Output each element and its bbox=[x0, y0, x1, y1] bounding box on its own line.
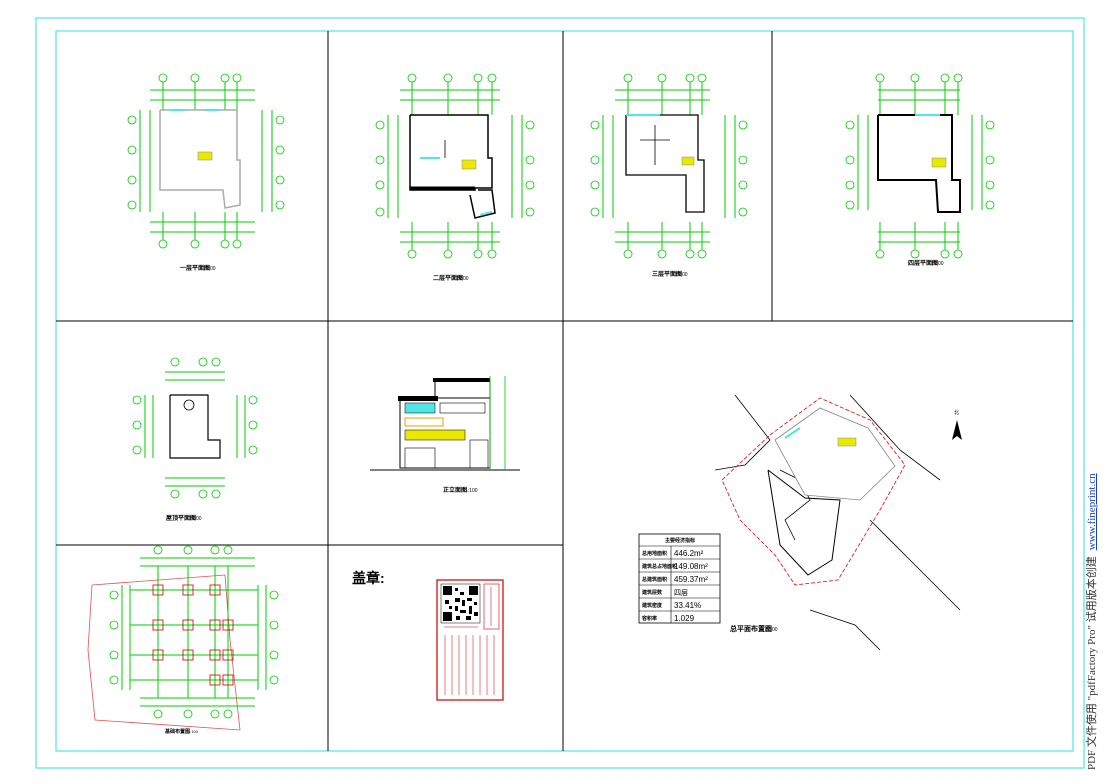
indicator-row: 建筑密度 33.41% bbox=[641, 601, 701, 610]
plan3-scale: 1:100 bbox=[675, 272, 688, 278]
indicator-value: 四层 bbox=[674, 589, 688, 597]
indicator-value: 446.2m² bbox=[674, 549, 704, 558]
seal-label: 盖章: bbox=[352, 570, 385, 586]
indicator-name: 建筑总占地面积 bbox=[641, 563, 677, 570]
indicator-name: 总用地面积 bbox=[642, 550, 667, 557]
indicators-table: 主要经济指标 总用地面积 446.2m² 建筑总占地面积 149.08m² 总建… bbox=[638, 533, 721, 624]
plan2-scale: 1:100 bbox=[456, 276, 469, 282]
roof-scale: 1:100 bbox=[189, 516, 202, 522]
plan4-title: 四层平面图 bbox=[908, 259, 938, 267]
indicator-name: 建筑层数 bbox=[641, 589, 663, 596]
foundation-title: 基础布置图 bbox=[164, 728, 190, 735]
outer-frame bbox=[35, 17, 1085, 769]
indicator-row: 建筑总占地面积 149.08m² bbox=[641, 562, 708, 571]
watermark-link[interactable]: www.fineprint.cn bbox=[1086, 473, 1098, 551]
north-arrow-icon bbox=[952, 420, 962, 440]
site-plan: 北 bbox=[714, 394, 962, 651]
indicator-row: 容积率 1.029 bbox=[641, 614, 695, 623]
indicator-value: 1.029 bbox=[674, 614, 695, 623]
plan2-title: 二层平面图 bbox=[433, 274, 463, 282]
indicator-value: 33.41% bbox=[674, 601, 701, 610]
indicator-value: 459.37m² bbox=[674, 575, 708, 584]
qr-code-icon bbox=[443, 586, 478, 621]
indicator-name: 容积率 bbox=[641, 615, 657, 622]
pdf-watermark: PDF 文件使用 "pdfFactory Pro" 试用版本创建 www.fine… bbox=[1081, 300, 1108, 770]
indicator-name: 总建筑面积 bbox=[642, 576, 667, 583]
indicators-title: 主要经济指标 bbox=[665, 537, 695, 544]
roof-title: 屋顶平面图 bbox=[166, 514, 196, 522]
watermark-text: PDF 文件使用 "pdfFactory Pro" 试用版本创建 bbox=[1086, 556, 1098, 770]
indicator-row: 总用地面积 446.2m² bbox=[642, 549, 704, 558]
elevation-title: 正立面图 bbox=[443, 486, 467, 494]
inner-frame bbox=[55, 30, 1074, 752]
foundation-drawing: 基础布置图 1:100 bbox=[87, 545, 279, 735]
plan-roof: 屋顶平面图 1:100 bbox=[132, 357, 258, 522]
plan3-title: 三层平面图 bbox=[652, 270, 682, 278]
plan4-scale: 1:100 bbox=[931, 261, 944, 267]
elevation-scale: 1:100 bbox=[465, 488, 478, 494]
plan-floor-3: 三层平面图 1:100 bbox=[590, 73, 748, 278]
seal-stamp bbox=[436, 579, 504, 701]
indicator-name: 建筑密度 bbox=[641, 602, 663, 609]
site-scale: 1:100 bbox=[765, 627, 778, 633]
indicator-value: 149.08m² bbox=[674, 562, 708, 571]
site-title: 总平面布置图 bbox=[730, 624, 772, 633]
site-boundary bbox=[721, 397, 906, 586]
north-label: 北 bbox=[954, 409, 959, 416]
plan-floor-1: 一层平面图 1:100 bbox=[127, 73, 285, 272]
indicator-row: 建筑层数 四层 bbox=[641, 589, 688, 597]
plan1-title: 一层平面图 bbox=[180, 264, 210, 272]
plan1-scale: 1:100 bbox=[203, 266, 216, 272]
plan-floor-2: 二层平面图 1:100 bbox=[375, 73, 535, 282]
elevation-drawing: 正立面图 1:100 bbox=[370, 376, 520, 494]
plan-floor-4: 四层平面图 1:100 bbox=[845, 73, 995, 267]
seal-panel: 盖章: bbox=[352, 570, 504, 701]
panel-grid bbox=[56, 31, 1073, 751]
indicator-row: 总建筑面积 459.37m² bbox=[642, 575, 708, 584]
foundation-scale: 1:100 bbox=[188, 729, 199, 734]
